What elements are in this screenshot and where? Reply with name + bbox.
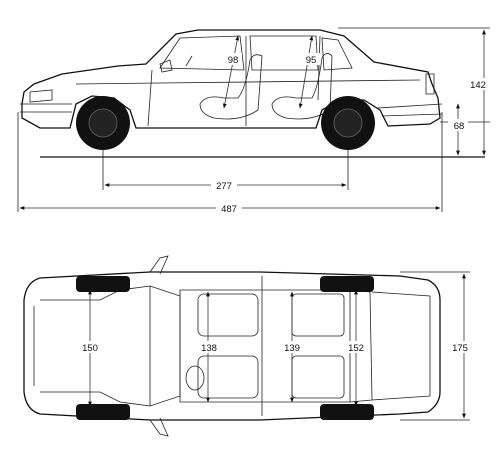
side-view: 98 95 142 68 277 [17, 27, 490, 215]
top-view: 150 138 139 152 175 [23, 255, 476, 437]
ground-clearance-label: 68 [454, 121, 465, 132]
front-right-wheel [76, 404, 130, 420]
front-left-wheel [76, 276, 130, 292]
rear-shoulder-label: 139 [284, 343, 300, 354]
front-track-label: 150 [82, 343, 98, 354]
overall-length-dimension: 487 [19, 202, 441, 215]
overall-height-dimension: 142 [468, 29, 488, 156]
overall-width-label: 175 [452, 343, 468, 354]
rear-shoulder-dimension: 139 [280, 291, 304, 403]
front-shoulder-dimension: 138 [197, 291, 221, 403]
rear-right-wheel [320, 404, 374, 420]
front-headroom-label: 98 [228, 55, 239, 66]
rear-track-dimension: 152 [344, 289, 368, 407]
rear-wheel [321, 96, 375, 150]
wheelbase-label: 277 [216, 181, 232, 192]
ground-clearance-dimension: 68 [448, 103, 468, 156]
rear-headroom-dimension: 95 [298, 35, 320, 109]
side-car-body [20, 29, 443, 150]
top-car-body [23, 255, 441, 437]
overall-height-label: 142 [470, 80, 486, 91]
rear-left-wheel [320, 276, 374, 292]
front-wheel [76, 96, 130, 150]
front-headroom-dimension: 98 [222, 35, 242, 109]
rear-track-label: 152 [348, 343, 364, 354]
wheelbase-dimension: 277 [104, 179, 347, 192]
front-shoulder-label: 138 [201, 343, 217, 354]
overall-width-dimension: 175 [450, 273, 476, 419]
front-track-dimension: 150 [78, 289, 102, 407]
rear-headroom-label: 95 [306, 55, 317, 66]
overall-length-label: 487 [221, 204, 237, 215]
